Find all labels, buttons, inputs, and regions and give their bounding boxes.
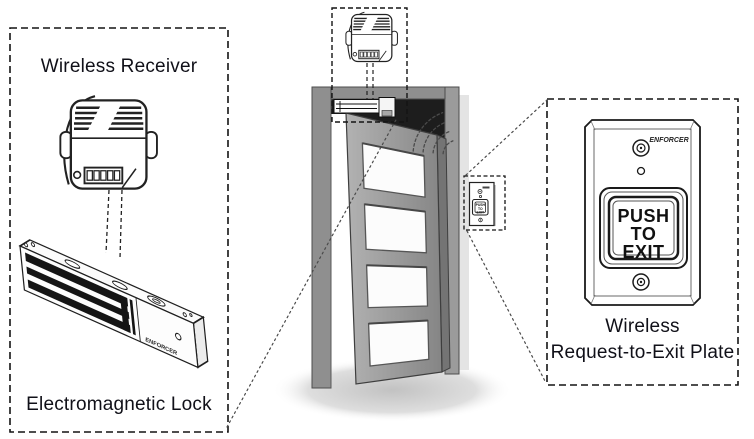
plate-top-screw-icon bbox=[632, 139, 650, 157]
leader-lines bbox=[226, 99, 548, 428]
wall-shadow bbox=[459, 95, 469, 370]
request-to-exit-caption-line1: Wireless bbox=[605, 316, 680, 337]
door-scene bbox=[272, 7, 512, 422]
left-panel-dashed-outline bbox=[9, 27, 229, 433]
right-panel-dashed-outline bbox=[546, 98, 739, 386]
mini-button-text: EXIT bbox=[477, 211, 485, 215]
door-window-panes bbox=[361, 142, 430, 367]
push-to-exit-button: PUSH TO EXIT bbox=[599, 187, 688, 269]
button-text-line1: PUSH bbox=[617, 206, 669, 226]
mini-plate-dashed-box bbox=[463, 175, 506, 231]
mini-button-text: TO bbox=[478, 207, 483, 211]
electromagnetic-lock-illustration: ENFORCER bbox=[18, 239, 209, 369]
leader-mini-plate-to-panel-bottom bbox=[466, 230, 547, 384]
electromagnetic-lock-caption: Electromagnetic Lock bbox=[26, 394, 212, 415]
door-leaf bbox=[345, 112, 451, 385]
mounted-wireless-receiver bbox=[345, 11, 399, 63]
right-detail-panel: PUSH TO EXIT ENFORCER PUSH bbox=[463, 98, 739, 386]
wireless-receiver-title: Wireless Receiver bbox=[40, 56, 198, 77]
receiver-detail-dashed-box bbox=[331, 7, 408, 123]
plate-led-hole bbox=[636, 166, 646, 176]
mounted-maglock bbox=[333, 97, 396, 118]
button-text-line2: TO bbox=[631, 224, 657, 244]
mini-exit-plate: PUSH TO EXIT bbox=[463, 175, 506, 231]
receiver-to-maglock-wiring-lines bbox=[366, 63, 374, 99]
receiver-to-lock-wiring-lines bbox=[105, 189, 123, 259]
mini-button-text: PUSH bbox=[476, 203, 486, 207]
button-text-line3: EXIT bbox=[622, 242, 664, 262]
left-detail-panel: ENFORCER bbox=[9, 27, 229, 433]
leader-mini-plate-to-panel-top bbox=[465, 99, 548, 176]
wireless-receiver-illustration bbox=[59, 94, 159, 190]
request-to-exit-plate-illustration: ENFORCER PUSH TO EXIT bbox=[584, 119, 701, 306]
request-to-exit-caption-line2: Request-to-Exit Plate bbox=[550, 342, 735, 363]
plate-bottom-screw-icon bbox=[632, 273, 650, 291]
lock-screw-icon bbox=[174, 332, 182, 341]
leader-left-panel-to-lock bbox=[226, 117, 398, 428]
request-to-exit-caption: Wireless Request-to-Exit Plate bbox=[547, 314, 738, 366]
plate-brand-label: ENFORCER bbox=[649, 137, 688, 144]
wireless-signal-arcs bbox=[412, 112, 454, 155]
